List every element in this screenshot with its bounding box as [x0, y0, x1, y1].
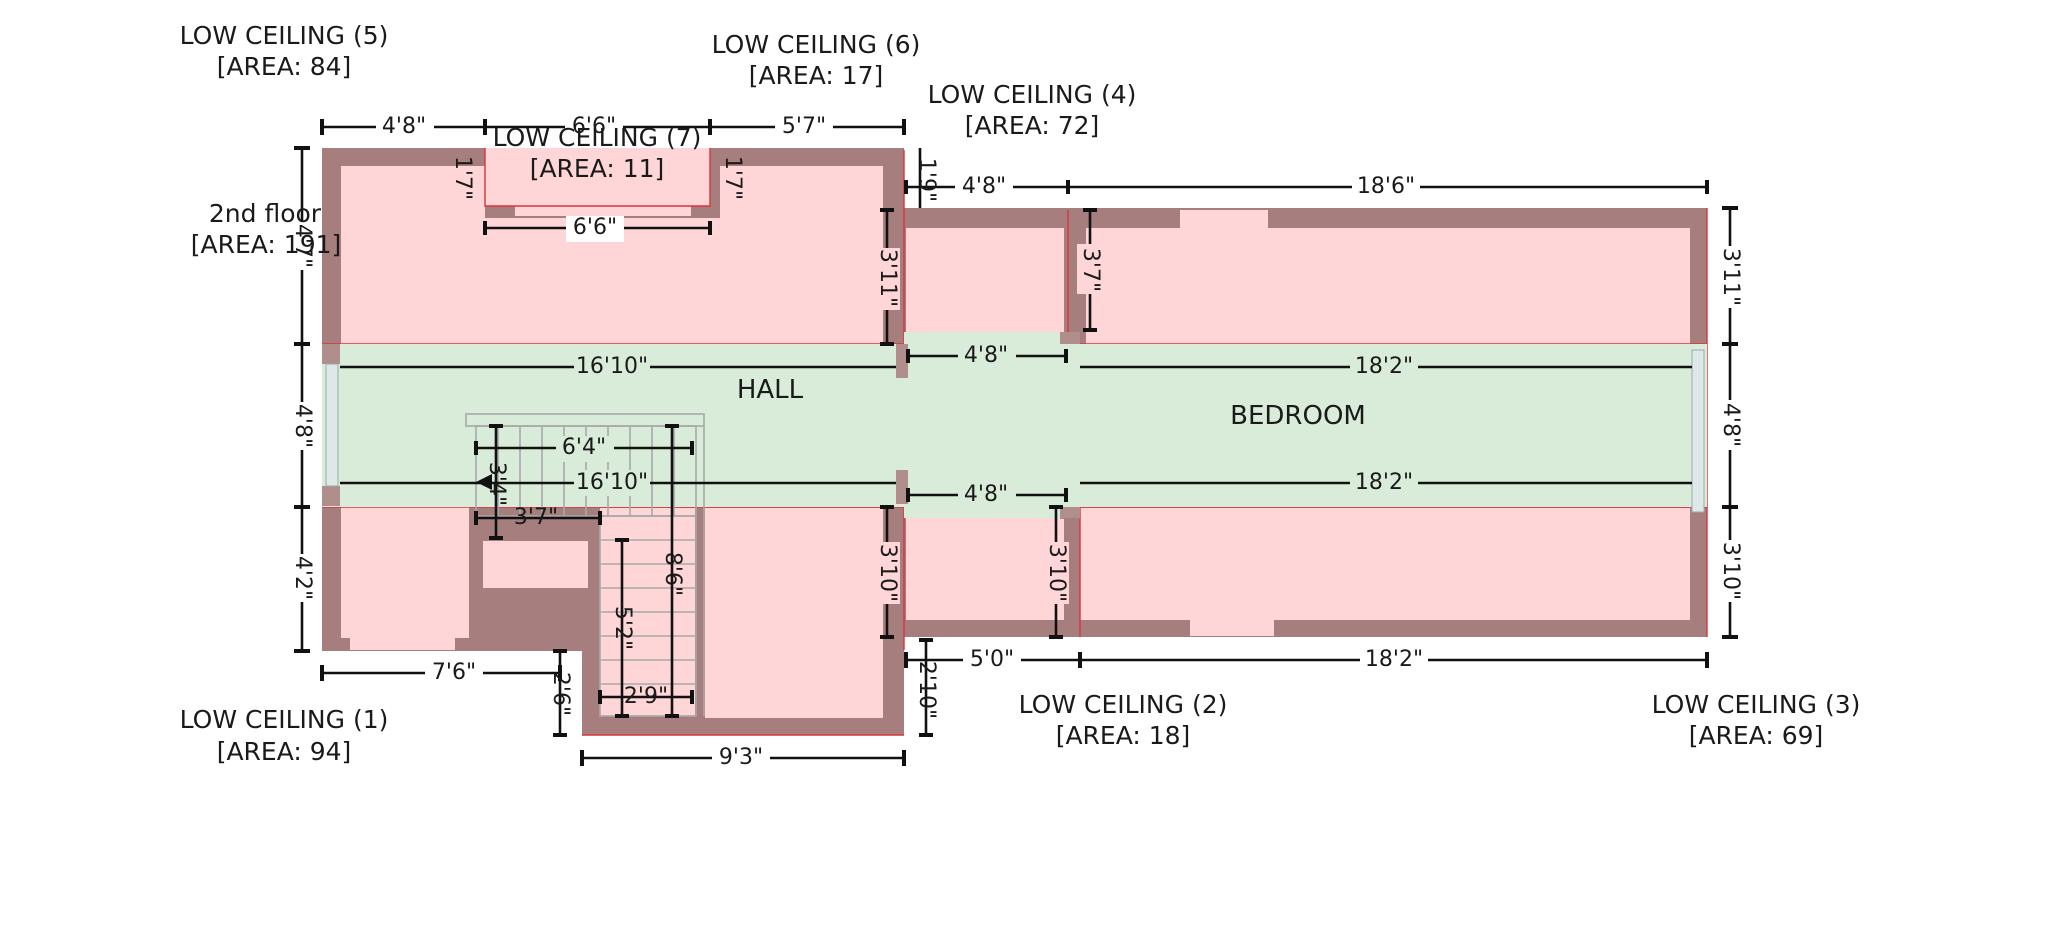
low-ceiling-area-3 — [1080, 508, 1690, 620]
zone-name-low-ceiling-6: LOW CEILING (6) — [712, 30, 921, 59]
dim-left-mid-height: 4'8" — [290, 404, 315, 448]
dim-stair-3-4: 3'4" — [484, 462, 509, 506]
zone-name-low-ceiling-5: LOW CEILING (5) — [180, 21, 389, 50]
dim-bottom-mid-width: 5'0" — [970, 647, 1014, 672]
zone-area-low-ceiling-2: [AREA: 18] — [1056, 721, 1191, 750]
wall-post — [896, 344, 908, 378]
zone-area-low-ceiling-7: [AREA: 11] — [530, 154, 665, 183]
dim-step-1-9: 1'9" — [914, 158, 939, 202]
zone-name-2nd-floor: 2nd floor — [209, 199, 322, 228]
dim-stair-width: 6'4" — [562, 435, 606, 460]
low-ceiling-area-4 — [1086, 228, 1690, 344]
dimension-labels: 4'8" 6'6" 5'7" 6'6" 1'7" 1'7" 4'7" 4'8" … — [290, 114, 1743, 771]
dim-right-lower-height: 3'10" — [1718, 542, 1743, 600]
low-ceiling-area-1 — [341, 506, 469, 638]
dim-right-upper-height: 3'11" — [1718, 248, 1743, 306]
window-bottom-left — [350, 638, 455, 650]
window-alcove — [515, 206, 691, 216]
dim-step-2-10: 2'10" — [914, 661, 939, 719]
window-right — [1691, 349, 1705, 513]
dim-passage-upper: 4'8" — [964, 343, 1008, 368]
dim-closet-3-7: 3'7" — [1078, 248, 1103, 292]
wall-post — [1060, 507, 1080, 519]
dim-alcove-right-depth: 1'7" — [720, 156, 745, 200]
dim-lower-mid-3-10: 3'10" — [875, 544, 900, 602]
low-ceiling-area-7 — [485, 148, 710, 206]
dim-step-2-6: 2'6" — [548, 672, 573, 716]
dim-passage-lower: 4'8" — [964, 482, 1008, 507]
zone-labels: LOW CEILING (5) [AREA: 84] LOW CEILING (… — [180, 21, 1861, 766]
zone-name-low-ceiling-2: LOW CEILING (2) — [1019, 690, 1228, 719]
low-ceiling-area-4-left — [906, 228, 1064, 332]
low-ceiling-area-5 — [341, 166, 485, 344]
dim-hall-upper-span: 16'10" — [576, 354, 648, 379]
zone-name-low-ceiling-4: LOW CEILING (4) — [928, 80, 1137, 109]
zone-name-low-ceiling-3: LOW CEILING (3) — [1652, 690, 1861, 719]
dim-stair-tread-2-9: 2'9" — [624, 684, 668, 709]
low-ceiling-areas — [341, 148, 1690, 718]
staircase — [465, 413, 705, 717]
dim-closet-lower-3-10: 3'10" — [1044, 544, 1069, 602]
dim-hall-lower-span: 16'10" — [576, 470, 648, 495]
dim-top-mid-width: 6'6" — [572, 114, 616, 139]
wall-post — [1060, 332, 1080, 344]
zone-area-low-ceiling-1: [AREA: 94] — [217, 737, 352, 766]
dim-landing-3-7: 3'7" — [514, 505, 558, 530]
room-label-bedroom: BEDROOM — [1230, 401, 1366, 431]
zone-area-low-ceiling-5: [AREA: 84] — [217, 52, 352, 81]
dim-bottom-stair-width: 9'3" — [719, 745, 763, 770]
zone-area-low-ceiling-6: [AREA: 17] — [749, 61, 884, 90]
dim-top-left-width: 4'8" — [382, 114, 426, 139]
room-label-hall: HALL — [737, 375, 804, 405]
low-ceiling-area-2 — [906, 518, 1064, 620]
dim-stair-run-8-6: 8'6" — [660, 552, 685, 596]
dim-bedroom-top-left-width: 4'8" — [962, 174, 1006, 199]
dim-bedroom-top-width: 18'6" — [1357, 174, 1415, 199]
wall-post — [322, 486, 340, 506]
wall-post — [896, 470, 908, 504]
low-ceiling-area-1-right — [705, 508, 883, 718]
dim-left-lower-height: 4'2" — [290, 556, 315, 600]
dim-alcove-left-depth: 1'7" — [450, 156, 475, 200]
dim-right-mid-height: 4'8" — [1718, 403, 1743, 447]
window-bottom — [1190, 620, 1274, 636]
dim-bottom-left-width: 7'6" — [432, 660, 476, 685]
window-top — [1180, 210, 1268, 228]
dim-upper-mid-3-11: 3'11" — [875, 249, 900, 307]
window-left — [325, 363, 339, 487]
zone-name-low-ceiling-1: LOW CEILING (1) — [180, 705, 389, 734]
zone-area-low-ceiling-3: [AREA: 69] — [1689, 721, 1824, 750]
dim-stair-run-5-2: 5'2" — [610, 606, 635, 650]
dim-bedroom-lower-span: 18'2" — [1355, 470, 1413, 495]
dim-left-upper-height: 4'7" — [290, 224, 315, 268]
dim-bedroom-upper-span: 18'2" — [1355, 354, 1413, 379]
dim-alcove-width: 6'6" — [573, 215, 617, 240]
low-ceiling-area-6 — [720, 166, 883, 344]
low-ceiling-area-1-landing — [483, 541, 588, 588]
dim-top-right-width: 5'7" — [782, 114, 826, 139]
zone-area-low-ceiling-4: [AREA: 72] — [965, 111, 1100, 140]
wall-post — [322, 344, 340, 364]
dim-bottom-right-width: 18'2" — [1365, 647, 1423, 672]
zone-area-2nd-floor: [AREA: 191] — [191, 230, 342, 259]
zone-name-low-ceiling-7: LOW CEILING (7) — [493, 123, 702, 152]
